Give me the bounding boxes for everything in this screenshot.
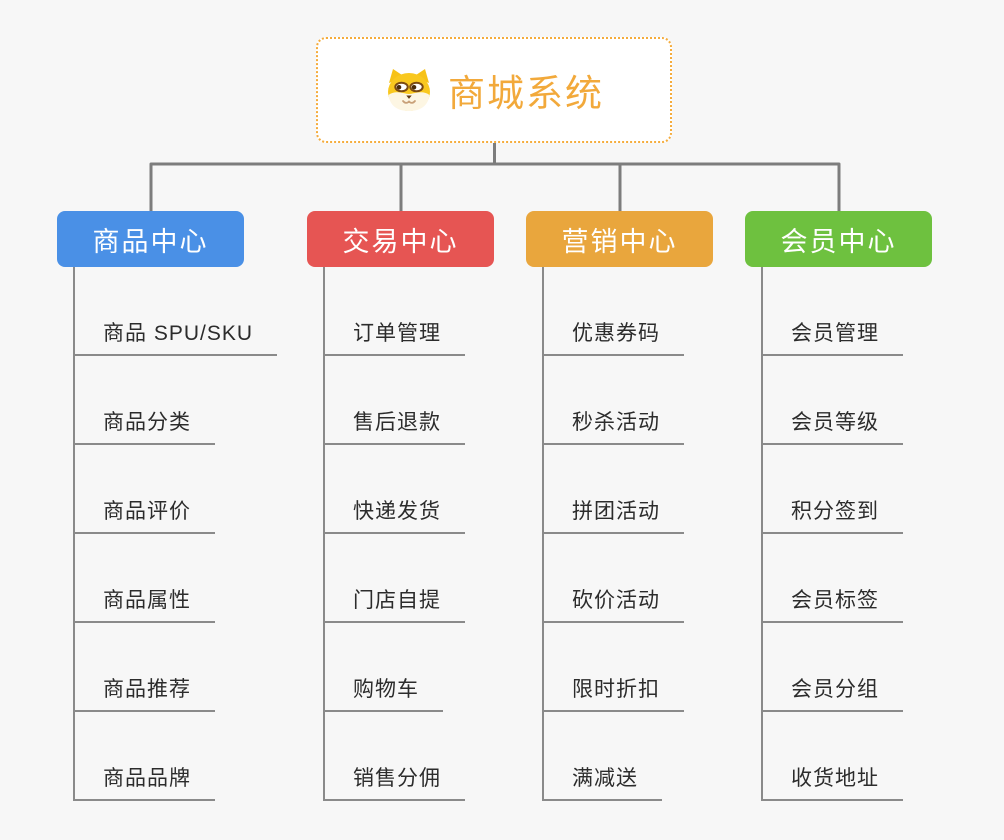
- leaf-node[interactable]: 商品 SPU/SKU: [75, 267, 315, 356]
- branch-items-member-center: 会员管理会员等级积分签到会员标签会员分组收货地址: [761, 267, 1003, 801]
- leaf-node-label: 满减送: [544, 767, 662, 801]
- leaf-node[interactable]: 满减送: [544, 712, 784, 801]
- leaf-node-label: 商品分类: [75, 411, 215, 445]
- leaf-node[interactable]: 购物车: [325, 623, 565, 712]
- leaf-node[interactable]: 商品推荐: [75, 623, 315, 712]
- leaf-node[interactable]: 秒杀活动: [544, 356, 784, 445]
- leaf-node-label: 销售分佣: [325, 767, 465, 801]
- leaf-node-label: 收货地址: [763, 767, 903, 801]
- branch-header-trade-center[interactable]: 交易中心: [307, 211, 494, 267]
- leaf-node[interactable]: 销售分佣: [325, 712, 565, 801]
- leaf-node[interactable]: 会员管理: [763, 267, 1003, 356]
- leaf-node[interactable]: 拼团活动: [544, 445, 784, 534]
- leaf-node[interactable]: 限时折扣: [544, 623, 784, 712]
- shiba-mascot-icon: [384, 67, 434, 113]
- leaf-node-label: 优惠券码: [544, 322, 684, 356]
- branch-items-product-center: 商品 SPU/SKU 商品分类商品评价商品属性商品推荐商品品牌: [73, 267, 315, 801]
- leaf-node-label: 商品评价: [75, 500, 215, 534]
- leaf-node-label: 商品品牌: [75, 767, 215, 801]
- leaf-node[interactable]: 积分签到: [763, 445, 1003, 534]
- branch-label: 营销中心: [561, 226, 678, 257]
- root-title: 商城系统: [448, 73, 604, 114]
- leaf-node-label: 秒杀活动: [544, 411, 684, 445]
- branch-header-member-center[interactable]: 会员中心: [745, 211, 932, 267]
- leaf-node[interactable]: 商品分类: [75, 356, 315, 445]
- connector-path: [149, 143, 841, 211]
- leaf-node[interactable]: 商品属性: [75, 534, 315, 623]
- branch-header-product-center[interactable]: 商品中心: [57, 211, 244, 267]
- leaf-node[interactable]: 商品品牌: [75, 712, 315, 801]
- leaf-node[interactable]: 快递发货: [325, 445, 565, 534]
- leaf-node[interactable]: 优惠券码: [544, 267, 784, 356]
- leaf-node-label: 门店自提: [325, 589, 465, 623]
- leaf-node[interactable]: 会员分组: [763, 623, 1003, 712]
- leaf-node-label: 商品属性: [75, 589, 215, 623]
- leaf-node[interactable]: 砍价活动: [544, 534, 784, 623]
- leaf-node-label: 会员分组: [763, 678, 903, 712]
- leaf-node[interactable]: 订单管理: [325, 267, 565, 356]
- leaf-node-label: 积分签到: [763, 500, 903, 534]
- branch-header-marketing-center[interactable]: 营销中心: [526, 211, 713, 267]
- branch-items-trade-center: 订单管理售后退款快递发货门店自提购物车销售分佣: [323, 267, 565, 801]
- leaf-node-label: 会员标签: [763, 589, 903, 623]
- branch-label: 商品中心: [92, 226, 209, 257]
- leaf-node[interactable]: 商品评价: [75, 445, 315, 534]
- leaf-node-label: 快递发货: [325, 500, 465, 534]
- leaf-node-label: 会员等级: [763, 411, 903, 445]
- leaf-node[interactable]: 会员等级: [763, 356, 1003, 445]
- leaf-node-label: 售后退款: [325, 411, 465, 445]
- leaf-node-label: 拼团活动: [544, 500, 684, 534]
- leaf-node-label: 商品 SPU/SKU: [75, 322, 278, 356]
- leaf-node-label: 订单管理: [325, 322, 465, 356]
- leaf-node[interactable]: 会员标签: [763, 534, 1003, 623]
- leaf-node[interactable]: 售后退款: [325, 356, 565, 445]
- branch-label: 交易中心: [342, 226, 459, 257]
- branch-label: 会员中心: [780, 226, 897, 257]
- branch-items-marketing-center: 优惠券码秒杀活动拼团活动砍价活动限时折扣满减送: [542, 267, 784, 801]
- leaf-node-label: 购物车: [325, 678, 443, 712]
- leaf-node-label: 限时折扣: [544, 678, 684, 712]
- root-node[interactable]: 商城系统: [316, 37, 672, 143]
- leaf-node[interactable]: 门店自提: [325, 534, 565, 623]
- leaf-node-label: 会员管理: [763, 322, 903, 356]
- leaf-node[interactable]: 收货地址: [763, 712, 1003, 801]
- leaf-node-label: 砍价活动: [544, 589, 684, 623]
- leaf-node-label: 商品推荐: [75, 678, 215, 712]
